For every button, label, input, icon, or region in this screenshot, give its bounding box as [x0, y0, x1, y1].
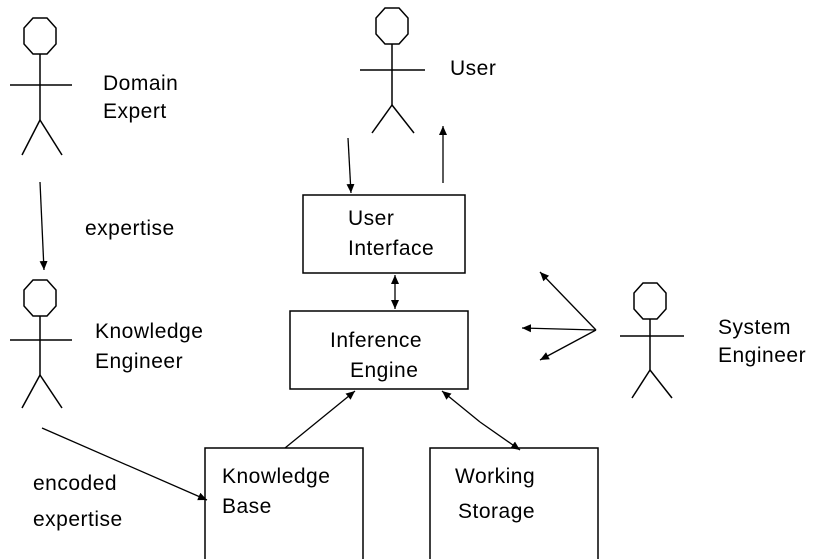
working-storage-label-2: Storage [458, 500, 536, 523]
expertise-arrow [39, 181, 48, 271]
system-engineer-arrow-down [539, 329, 597, 361]
system-engineer-arrow-up [539, 271, 597, 331]
encoded-expertise-label-1: encoded [33, 472, 118, 495]
user-interface-box [302, 194, 466, 274]
knowledge-engineer-actor-icon [10, 279, 72, 409]
user-label: User [450, 57, 497, 80]
user-input-arrow [346, 137, 355, 194]
kb-engine-arrow [284, 390, 356, 449]
knowledge-engineer-label-2: Engineer [95, 350, 184, 373]
encoded-expertise-label-2: expertise [33, 508, 123, 531]
inference-engine-label-1: Inference [330, 329, 423, 352]
knowledge-base-label-1: Knowledge [222, 465, 331, 488]
inference-engine-box [289, 310, 469, 390]
knowledge-base-box [204, 447, 364, 559]
system-engineer-label-1: System [718, 316, 792, 339]
user-interface-label-2: Interface [348, 237, 435, 260]
knowledge-engineer-label-1: Knowledge [95, 320, 204, 343]
domain-expert-label-1: Domain [103, 72, 179, 95]
domain-expert-actor-icon [10, 17, 72, 156]
system-engineer-arrow-mid [521, 324, 597, 333]
knowledge-base-label-2: Base [222, 495, 272, 518]
encoded-expertise-arrow [41, 427, 208, 501]
system-engineer-label-2: Engineer [718, 344, 807, 367]
domain-expert-label-2: Expert [103, 100, 167, 123]
engine-storage-arrow-b [479, 421, 521, 451]
system-engineer-actor-icon [620, 282, 684, 399]
user-actor-icon [360, 7, 425, 134]
inference-engine-label-2: Engine [350, 359, 419, 382]
expertise-label: expertise [85, 217, 175, 240]
working-storage-label-1: Working [455, 465, 536, 488]
engine-storage-arrow-a [441, 390, 481, 423]
user-interface-label-1: User [348, 207, 395, 230]
